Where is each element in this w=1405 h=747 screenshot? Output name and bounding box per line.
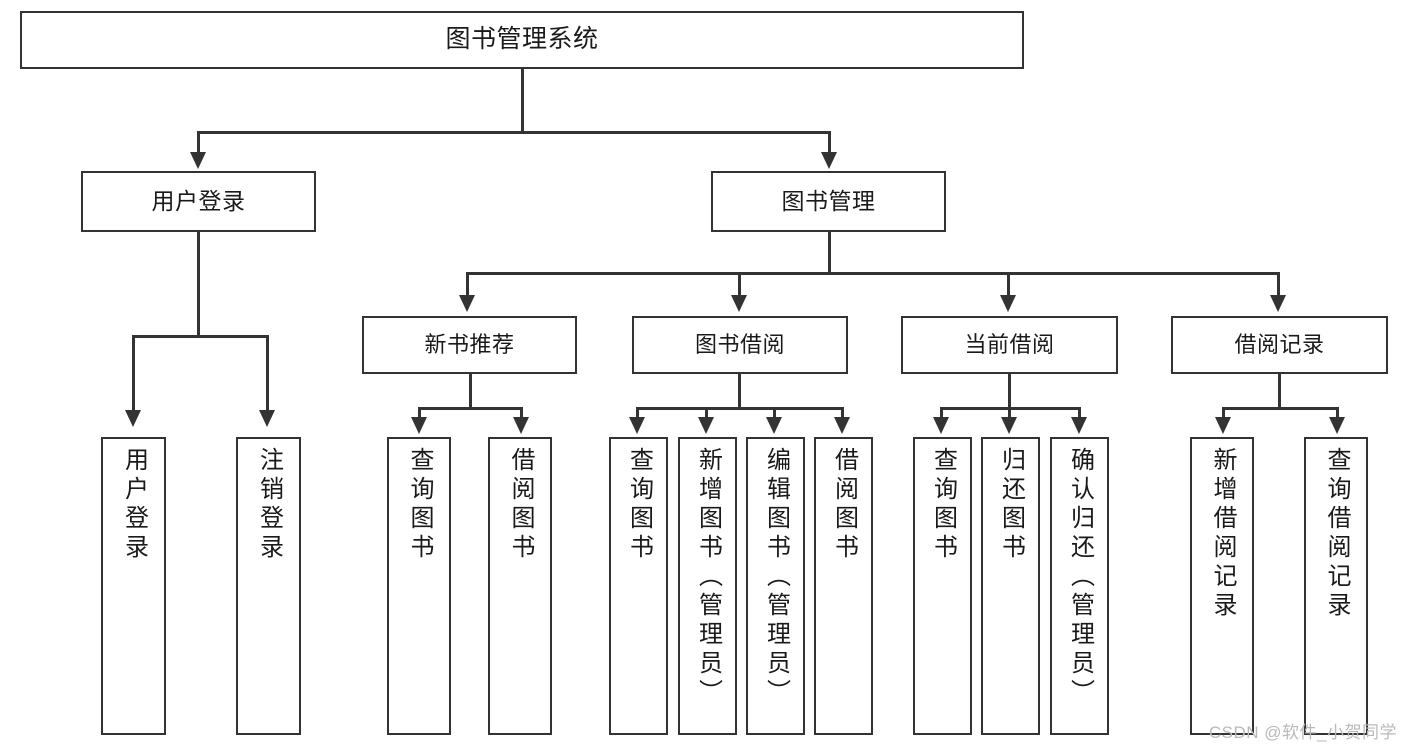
leaf-borrow-borrow-book[interactable]: 借阅图书 bbox=[814, 437, 873, 735]
node-label: 新增图书（管理员） bbox=[694, 447, 722, 708]
node-label: 确认归还（管理员） bbox=[1066, 447, 1094, 708]
arrowhead-current-borrow-leaf-1 bbox=[933, 417, 949, 434]
arrowhead-current-borrow-leaf-2 bbox=[1001, 417, 1017, 434]
connector-user-login-leaf-1 bbox=[132, 335, 135, 412]
connector-book-borrow-leaf-2 bbox=[705, 407, 708, 419]
arrowhead-new-book bbox=[459, 295, 475, 312]
node-label: 新增借阅记录 bbox=[1209, 447, 1236, 621]
connector-current-borrow-stem bbox=[1008, 374, 1011, 409]
arrowhead-current-borrow bbox=[1000, 295, 1016, 312]
arrowhead-new-book-leaf-1 bbox=[411, 417, 427, 434]
node-user-login[interactable]: 用户登录 bbox=[81, 171, 316, 232]
node-label: 借阅图书 bbox=[507, 447, 534, 563]
csdn-watermark: CSDN @软件_小贺同学 bbox=[1208, 723, 1397, 742]
connector-new-book-leaf-1 bbox=[418, 407, 421, 419]
connector-book-borrow-leaf-3 bbox=[773, 407, 776, 419]
leaf-current-confirm-return[interactable]: 确认归还（管理员） bbox=[1050, 437, 1109, 735]
connector-book-manage-stem bbox=[828, 232, 831, 274]
connector-root-stem bbox=[521, 69, 524, 132]
arrowhead-book-borrow-leaf-2 bbox=[698, 417, 714, 434]
node-label: 图书管理 bbox=[781, 188, 876, 215]
connector-book-borrow-leaf-4 bbox=[841, 407, 844, 419]
node-label: 图书借阅 bbox=[694, 332, 785, 358]
leaf-current-return-book[interactable]: 归还图书 bbox=[981, 437, 1040, 735]
arrowhead-borrow-record bbox=[1270, 295, 1286, 312]
node-label: 用户登录 bbox=[120, 447, 148, 563]
node-borrow-record[interactable]: 借阅记录 bbox=[1171, 316, 1388, 374]
node-label: 新书推荐 bbox=[424, 332, 515, 358]
connector-borrow-record-leaf-2 bbox=[1336, 407, 1339, 419]
leaf-record-add-record[interactable]: 新增借阅记录 bbox=[1190, 437, 1254, 735]
node-book-borrow[interactable]: 图书借阅 bbox=[632, 316, 848, 374]
leaf-borrow-query-book[interactable]: 查询图书 bbox=[609, 437, 668, 735]
leaf-user-login[interactable]: 用户登录 bbox=[101, 437, 166, 735]
leaf-new-book-borrow-book[interactable]: 借阅图书 bbox=[488, 437, 552, 735]
connector-user-login-leaf-2 bbox=[266, 335, 269, 412]
node-label: 借阅图书 bbox=[830, 447, 858, 563]
connector-user-login-stem bbox=[197, 232, 200, 336]
connector-borrow-record-leaf-1 bbox=[1222, 407, 1225, 419]
arrowhead-leaf-user-login bbox=[125, 410, 141, 427]
connector-book-borrow-leaf-1 bbox=[636, 407, 639, 419]
connector-user-login-split-bar bbox=[132, 335, 266, 338]
node-root-system[interactable]: 图书管理系统 bbox=[20, 11, 1024, 69]
arrowhead-borrow-record-leaf-1 bbox=[1215, 417, 1231, 434]
leaf-logout[interactable]: 注销登录 bbox=[236, 437, 301, 735]
arrowhead-leaf-logout bbox=[259, 410, 275, 427]
arrowhead-current-borrow-leaf-3 bbox=[1071, 417, 1087, 434]
node-label: 归还图书 bbox=[997, 447, 1025, 563]
arrowhead-book-manage bbox=[821, 152, 837, 169]
connector-book-borrow-stem bbox=[738, 374, 741, 409]
node-label: 查询图书 bbox=[406, 447, 433, 563]
connector-root-to-book-manage bbox=[828, 131, 831, 156]
arrowhead-book-borrow-leaf-3 bbox=[766, 417, 782, 434]
arrowhead-user-login bbox=[190, 152, 206, 169]
connector-book-borrow-split-bar bbox=[636, 407, 843, 410]
leaf-new-book-query-book[interactable]: 查询图书 bbox=[387, 437, 451, 735]
leaf-borrow-add-book[interactable]: 新增图书（管理员） bbox=[678, 437, 737, 735]
node-label: 编辑图书（管理员） bbox=[762, 447, 790, 708]
connector-current-borrow-leaf-1 bbox=[940, 407, 943, 419]
leaf-borrow-edit-book[interactable]: 编辑图书（管理员） bbox=[746, 437, 805, 735]
arrowhead-book-borrow-leaf-4 bbox=[834, 417, 850, 434]
connector-to-book-borrow bbox=[738, 272, 741, 297]
connector-current-borrow-leaf-2 bbox=[1008, 407, 1011, 419]
connector-borrow-record-stem bbox=[1278, 374, 1281, 409]
node-label: 注销登录 bbox=[255, 447, 283, 563]
leaf-record-query-record[interactable]: 查询借阅记录 bbox=[1304, 437, 1368, 735]
node-label: 查询图书 bbox=[625, 447, 653, 563]
connector-root-to-user-login bbox=[197, 131, 200, 156]
leaf-current-query-book[interactable]: 查询图书 bbox=[913, 437, 972, 735]
node-label: 当前借阅 bbox=[964, 332, 1055, 358]
node-label: 查询借阅记录 bbox=[1323, 447, 1350, 621]
connector-to-new-book bbox=[466, 272, 469, 297]
arrowhead-book-borrow-leaf-1 bbox=[629, 417, 645, 434]
arrowhead-book-borrow bbox=[731, 295, 747, 312]
node-label: 查询图书 bbox=[929, 447, 957, 563]
node-label: 借阅记录 bbox=[1234, 332, 1325, 358]
connector-new-book-leaf-2 bbox=[520, 407, 523, 419]
node-new-book-recommend[interactable]: 新书推荐 bbox=[362, 316, 577, 374]
arrowhead-borrow-record-leaf-2 bbox=[1329, 417, 1345, 434]
connector-book-manage-split-bar bbox=[466, 272, 1280, 275]
connector-current-borrow-leaf-3 bbox=[1078, 407, 1081, 419]
node-book-manage[interactable]: 图书管理 bbox=[711, 171, 946, 232]
connector-to-current-borrow bbox=[1007, 272, 1010, 297]
node-label: 图书管理系统 bbox=[445, 25, 599, 54]
connector-root-split-bar bbox=[197, 131, 830, 134]
node-current-borrow[interactable]: 当前借阅 bbox=[901, 316, 1118, 374]
node-label: 用户登录 bbox=[151, 188, 246, 215]
arrowhead-new-book-leaf-2 bbox=[513, 417, 529, 434]
connector-to-borrow-record bbox=[1277, 272, 1280, 297]
connector-new-book-stem bbox=[469, 374, 472, 409]
connector-borrow-record-split-bar bbox=[1222, 407, 1338, 410]
connector-new-book-split-bar bbox=[418, 407, 522, 410]
